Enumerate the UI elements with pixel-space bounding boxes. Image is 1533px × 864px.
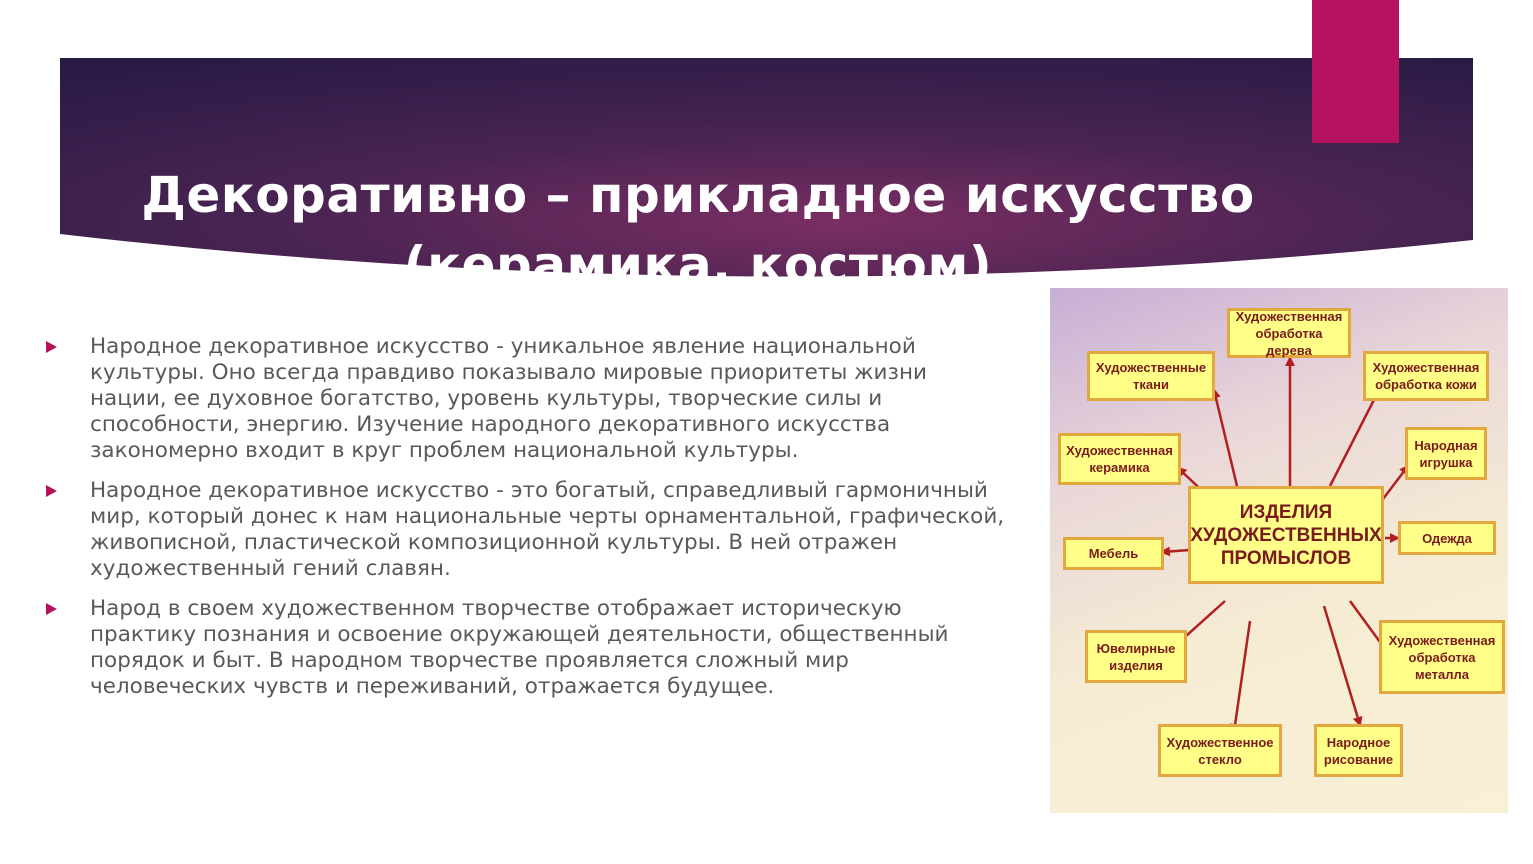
diagram-box-leather: Художественная обработка кожи <box>1363 351 1489 401</box>
diagram-center-box: ИЗДЕЛИЯ ХУДОЖЕСТВЕННЫХ ПРОМЫСЛОВ <box>1188 486 1384 584</box>
diagram-arrows <box>1160 356 1410 734</box>
triangle-bullet-icon <box>46 485 57 497</box>
arrow-to-drawing <box>1322 605 1363 727</box>
bullet-item: Народ в своем художественном творчестве … <box>46 596 1006 700</box>
bullet-list: Народное декоративное искусство - уникал… <box>46 334 1006 714</box>
slide-title: Декоративно – прикладное искусство (кера… <box>60 160 1336 288</box>
slide-title-line1: Декоративно – прикладное искусство <box>141 166 1255 224</box>
diagram-box-drawing: Народное рисование <box>1314 724 1403 777</box>
diagram-box-glass: Художественное стекло <box>1158 724 1282 777</box>
slide-title-line2: (керамика, костюм) <box>403 236 993 288</box>
bullet-text: Народное декоративное искусство - это бо… <box>90 478 1005 581</box>
diagram-box-furniture: Мебель <box>1063 537 1164 570</box>
bullet-item: Народное декоративное искусство - это бо… <box>46 478 1006 582</box>
arrow-to-glass <box>1230 620 1252 734</box>
diagram-box-metal: Художественная обработка металла <box>1379 620 1505 694</box>
arrow-to-furniture <box>1160 546 1191 557</box>
diagram-box-jewelry: Ювелирные изделия <box>1085 630 1187 683</box>
title-band: Декоративно – прикладное искусство (кера… <box>60 58 1473 288</box>
diagram-box-clothing: Одежда <box>1398 521 1496 555</box>
arrow-to-toy <box>1379 464 1410 504</box>
diagram-box-textiles: Художественные ткани <box>1087 351 1215 401</box>
triangle-bullet-icon <box>46 341 57 353</box>
diagram-box-toy: Народная игрушка <box>1405 427 1487 480</box>
arrow-to-textiles <box>1211 388 1239 487</box>
bullet-item: Народное декоративное искусство - уникал… <box>46 334 1006 464</box>
diagram-box-ceramics: Художественная керамика <box>1058 433 1181 485</box>
accent-tab <box>1312 0 1399 143</box>
bullet-text: Народ в своем художественном творчестве … <box>90 596 949 699</box>
triangle-bullet-icon <box>46 603 57 615</box>
arrow-to-leather <box>1328 386 1382 487</box>
bullet-text: Народное декоративное искусство - уникал… <box>90 334 927 463</box>
title-band-shape <box>60 58 1473 277</box>
crafts-diagram: ИЗДЕЛИЯ ХУДОЖЕСТВЕННЫХ ПРОМЫСЛОВ Художес… <box>1050 288 1508 813</box>
diagram-box-wood: Художественная обработка дерева <box>1227 308 1351 358</box>
